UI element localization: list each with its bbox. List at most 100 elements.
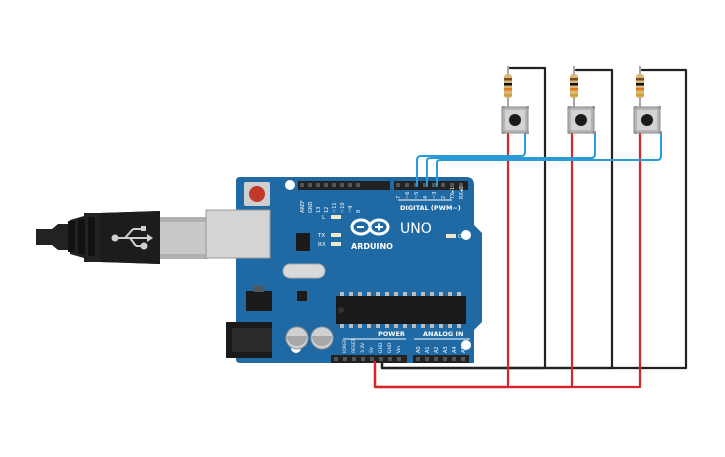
led-label-tx: TX — [317, 233, 325, 239]
signal-wire-1 — [416, 131, 526, 187]
power-header — [331, 355, 407, 363]
digital-pin-label: GND — [308, 201, 314, 213]
power-pin-label: Vin — [396, 346, 402, 353]
arduino-infinity-logo — [350, 218, 390, 236]
digital-pin-hole[interactable] — [441, 183, 445, 187]
digital-pin-hole[interactable] — [423, 183, 427, 187]
digital-pin-label: ~5 — [414, 192, 420, 199]
digital-pin-label: 12 — [324, 207, 330, 213]
model-label: UNO — [400, 221, 432, 237]
mount-hole — [461, 230, 471, 240]
digital-pin-hole[interactable] — [459, 183, 463, 187]
signal-wires — [416, 131, 662, 187]
digital-pin-hole[interactable] — [332, 183, 336, 187]
digital-pin-hole[interactable] — [300, 183, 304, 187]
reset-button[interactable] — [244, 182, 270, 206]
usb-icon — [111, 226, 153, 250]
pushbutton-cap[interactable] — [641, 114, 653, 126]
digital-pin-hole[interactable] — [356, 183, 360, 187]
power-pin-hole[interactable] — [370, 357, 374, 361]
power-header-label: POWER — [378, 330, 405, 338]
analog-header — [413, 355, 469, 363]
power-pin-hole[interactable] — [334, 357, 338, 361]
mount-hole — [285, 180, 295, 190]
analog-pin-label: A1 — [425, 346, 431, 353]
power-pin-hole[interactable] — [352, 357, 356, 361]
digital-pin-hole[interactable] — [316, 183, 320, 187]
wires — [373, 66, 688, 389]
digital-pin-label: ~3 — [432, 192, 438, 199]
resistor[interactable] — [636, 66, 644, 112]
pushbutton[interactable] — [501, 106, 529, 134]
power-pin-hole[interactable] — [397, 357, 401, 361]
power-pin-hole[interactable] — [343, 357, 347, 361]
digital-pin-hole[interactable] — [348, 183, 352, 187]
power-pin-hole[interactable] — [388, 357, 392, 361]
capacitor — [310, 326, 334, 350]
resistor[interactable] — [570, 66, 578, 112]
digital-pin-hole[interactable] — [432, 183, 436, 187]
digital-pin-label: 13 — [316, 207, 322, 213]
led-indicators: L TX RX ON — [317, 215, 466, 248]
voltage-regulator — [246, 291, 272, 311]
digital-header-right — [394, 181, 468, 190]
analog-pin-label: A2 — [434, 346, 440, 353]
brand-label: ARDUINO — [351, 242, 393, 251]
digital-pin-hole[interactable] — [405, 183, 409, 187]
power-pin-label: GND — [378, 342, 384, 353]
icsp-chip — [296, 233, 310, 251]
digital-pin-hole[interactable] — [308, 183, 312, 187]
digital-pin-label: 2 — [441, 196, 447, 199]
analog-pin-hole[interactable] — [452, 357, 456, 361]
capacitor — [285, 326, 309, 350]
digital-pin-label: ~10 — [340, 202, 346, 213]
analog-pin-hole[interactable] — [461, 357, 465, 361]
digital-pin-label: ~6 — [405, 192, 411, 199]
signal-wire-2 — [426, 131, 596, 187]
pushbutton-cap[interactable] — [509, 114, 521, 126]
digital-pin-label: ~9 — [348, 206, 354, 213]
digital-pin-label: TX▸1 — [450, 187, 456, 200]
digital-pin-label: 4 — [423, 196, 429, 199]
ground-wires — [380, 66, 688, 370]
digital-pin-hole[interactable] — [324, 183, 328, 187]
usb-cable[interactable] — [36, 211, 208, 264]
pushbutton[interactable] — [567, 106, 595, 134]
digital-pin-hole[interactable] — [340, 183, 344, 187]
usb-plug-metal — [160, 217, 208, 259]
usb-socket — [205, 209, 271, 259]
analog-pin-label: A5 — [461, 346, 467, 353]
pushbutton[interactable] — [633, 106, 661, 134]
resistor[interactable] — [504, 66, 512, 112]
analog-pin-hole[interactable] — [443, 357, 447, 361]
digital-pin-hole[interactable] — [450, 183, 454, 187]
digital-pin-label: AREF — [300, 200, 306, 213]
led-label-on: ON — [458, 234, 466, 240]
pushbutton-cap[interactable] — [575, 114, 587, 126]
power-pin-label: IOREF — [342, 339, 348, 353]
signal-wire-3 — [436, 131, 662, 187]
analog-pin-hole[interactable] — [425, 357, 429, 361]
power-pin-label: RESET — [351, 338, 357, 353]
digital-pin-label: 8 — [356, 210, 362, 213]
power-pin-label: 3.3V — [360, 342, 366, 353]
ground-wire-3 — [380, 68, 688, 370]
analog-pin-hole[interactable] — [434, 357, 438, 361]
analog-pin-hole[interactable] — [416, 357, 420, 361]
atmega-chip — [336, 296, 466, 324]
power-wire-3 — [373, 130, 642, 389]
power-pin-label: 5V — [369, 346, 375, 353]
digital-header-label: DIGITAL (PWM~) — [400, 204, 461, 212]
digital-pin-hole[interactable] — [396, 183, 400, 187]
power-pin-label: GND — [387, 342, 393, 353]
power-wires — [373, 130, 642, 389]
mount-hole — [461, 340, 471, 350]
power-pin-hole[interactable] — [379, 357, 383, 361]
digital-pin-label: ~11 — [332, 202, 338, 213]
power-pin-hole[interactable] — [361, 357, 365, 361]
